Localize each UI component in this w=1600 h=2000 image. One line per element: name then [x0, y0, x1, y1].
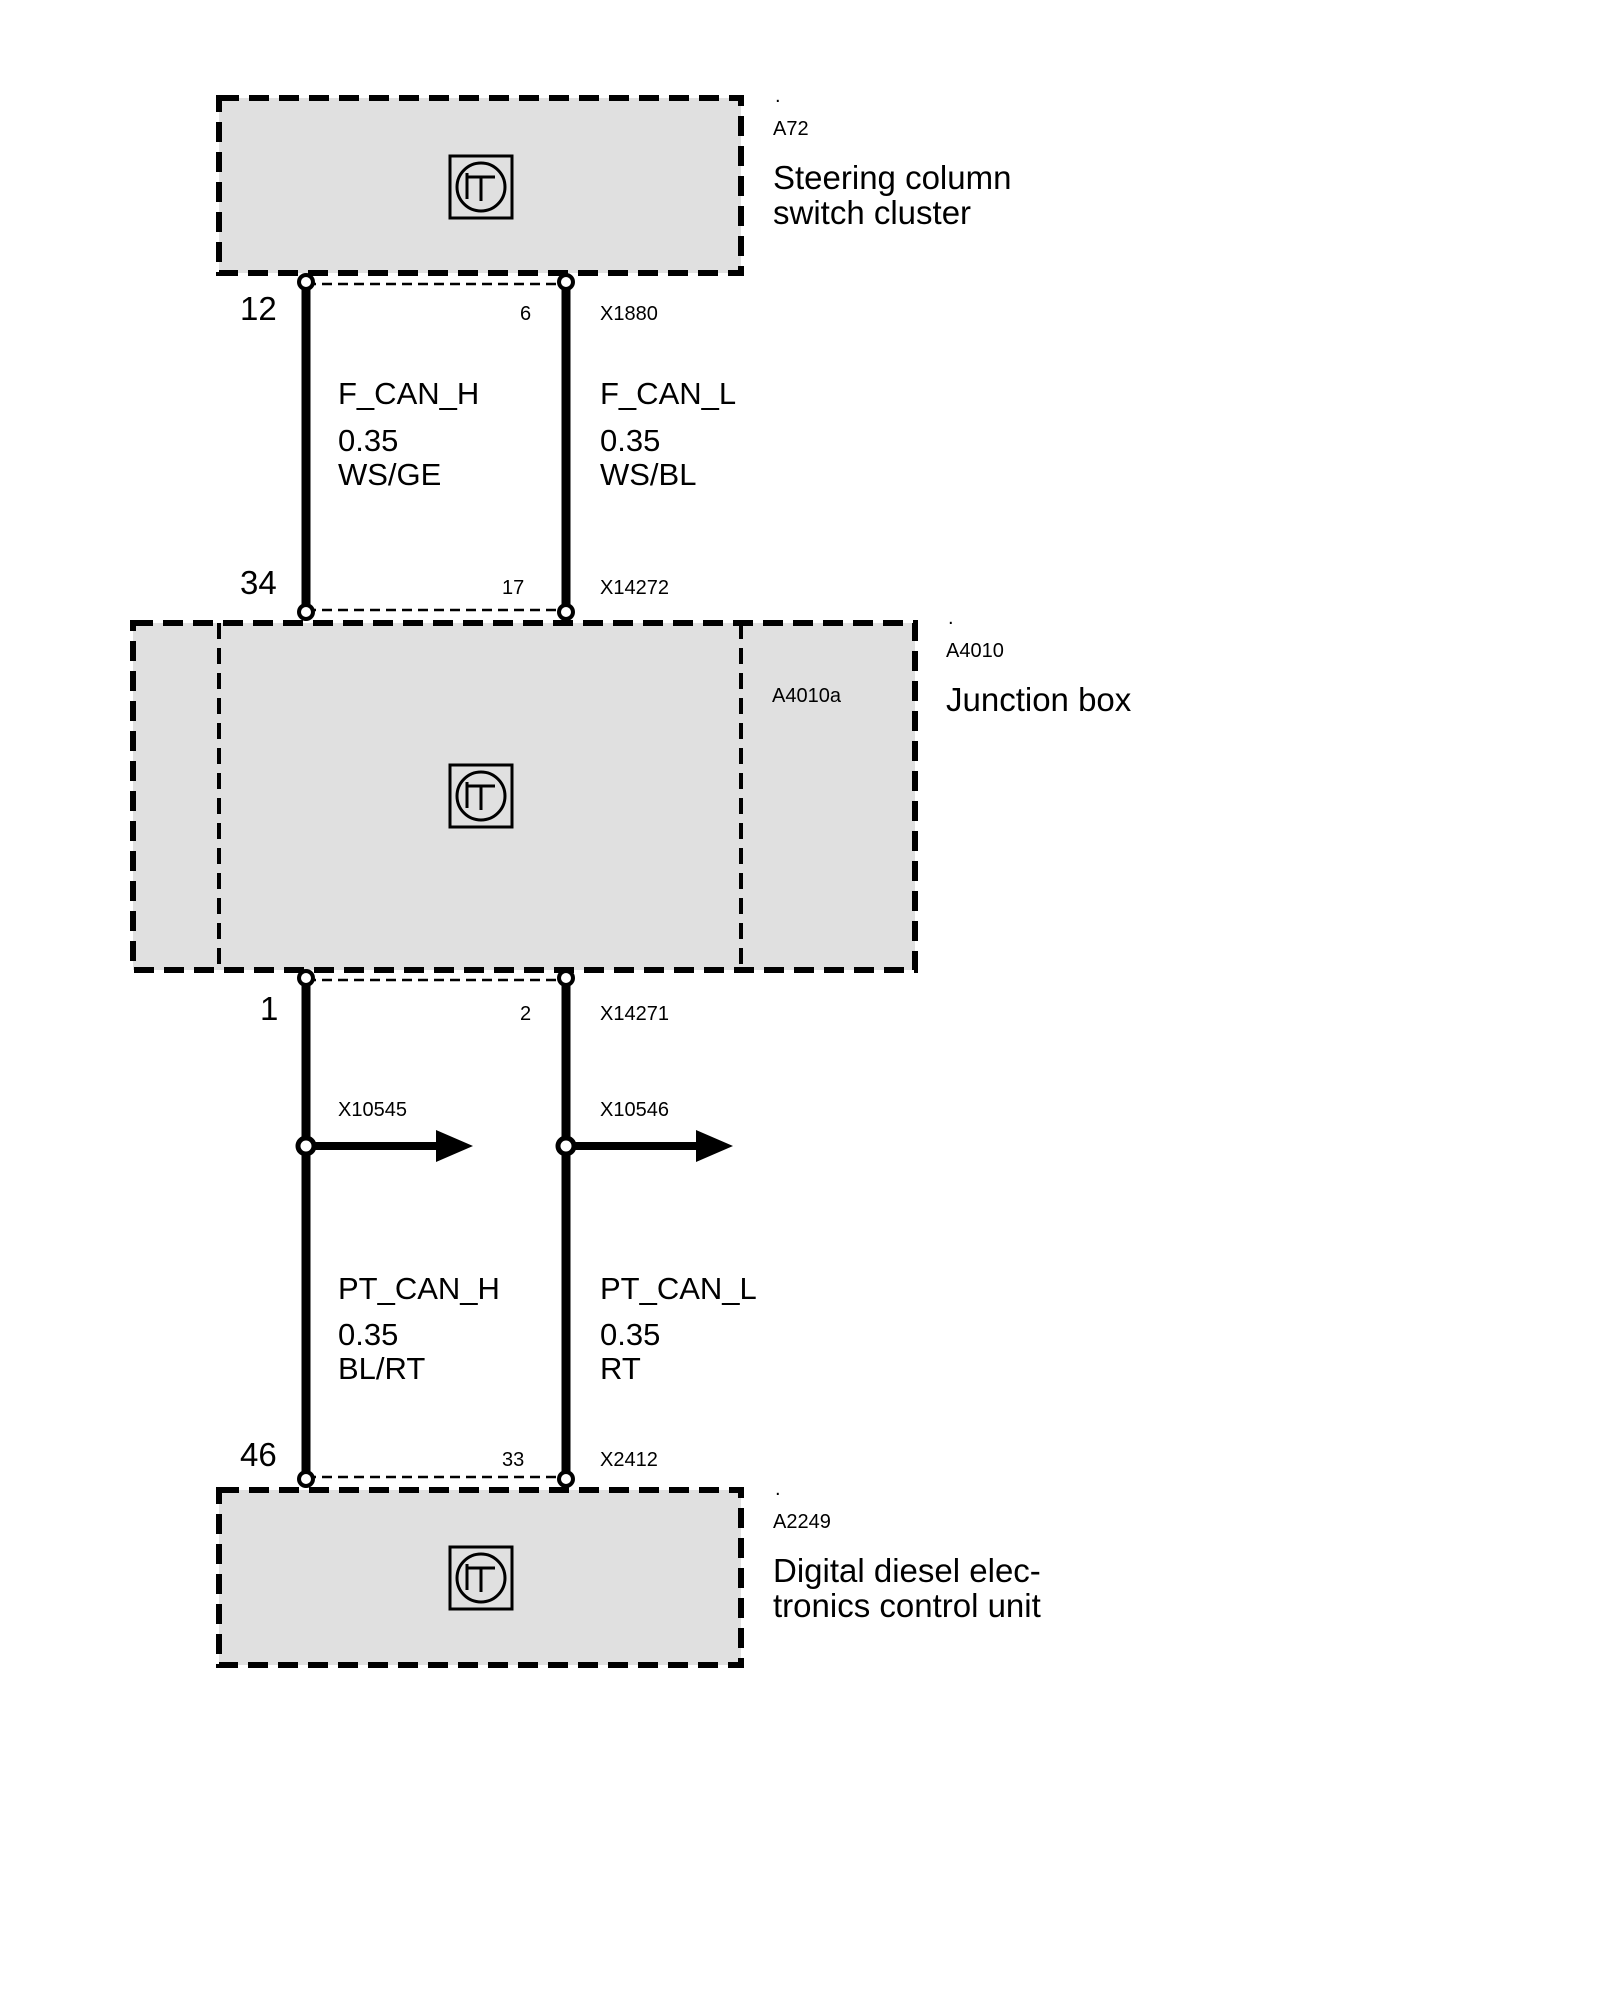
- transistor-icon: [448, 154, 514, 220]
- a72-name-line1: Steering column: [773, 159, 1011, 196]
- a4010a-id: A4010a: [772, 685, 842, 707]
- arrow-head-icon: [696, 1130, 733, 1162]
- pin-x1880-6: [557, 273, 575, 291]
- pin-x14271-1: [297, 969, 315, 987]
- a4010-box: [130, 620, 918, 973]
- component-a4010: A4010a . A4010 Junction box: [130, 607, 1132, 973]
- wire-color: BL/RT: [338, 1351, 425, 1386]
- pin-x14271-2: [557, 969, 575, 987]
- component-a2249: . A2249 Digital diesel elec- tronics con…: [216, 1478, 1041, 1668]
- pin-terminals: [297, 273, 575, 1488]
- splice-x10546: X10546: [555, 1099, 733, 1162]
- pin-x14272-17: [557, 603, 575, 621]
- x2412-id: X2412: [600, 1449, 658, 1471]
- splice-id: X10545: [338, 1099, 407, 1121]
- a2249-name-line2: tronics control unit: [773, 1587, 1041, 1624]
- a72-name-line2: switch cluster: [773, 194, 971, 231]
- signal-name: F_CAN_L: [600, 376, 736, 411]
- signal-name: PT_CAN_L: [600, 1271, 757, 1306]
- x1880-pin-left: 12: [240, 290, 277, 327]
- a2249-name-line1: Digital diesel elec-: [773, 1552, 1041, 1589]
- wire-label-pt-can-l: PT_CAN_L 0.35 RT: [600, 1271, 757, 1386]
- a72-id: A72: [773, 118, 809, 140]
- x1880-id: X1880: [600, 303, 658, 325]
- a4010-name: Junction box: [946, 681, 1132, 718]
- component-a72: . A72 Steering column switch cluster: [216, 85, 1011, 276]
- wire-color: RT: [600, 1351, 641, 1386]
- a4010-id: A4010: [946, 640, 1004, 662]
- pin-x2412-33: [557, 1470, 575, 1488]
- arrow-head-icon: [436, 1130, 473, 1162]
- x14271-pin-left: 1: [260, 990, 278, 1027]
- wire-size: 0.35: [338, 1317, 398, 1352]
- wire-label-f-can-l: F_CAN_L 0.35 WS/BL: [600, 376, 736, 492]
- signal-name: F_CAN_H: [338, 376, 479, 411]
- signal-name: PT_CAN_H: [338, 1271, 500, 1306]
- wire-color: WS/GE: [338, 457, 441, 492]
- wire-size: 0.35: [600, 1317, 660, 1352]
- x1880-pin-right: 6: [520, 303, 531, 325]
- transistor-icon: [448, 1545, 514, 1611]
- splice-id: X10546: [600, 1099, 669, 1121]
- wire-size: 0.35: [338, 423, 398, 458]
- a2249-dot: .: [775, 1478, 781, 1500]
- splice-x10545: X10545: [295, 1099, 473, 1162]
- splice-dot: [555, 1135, 577, 1157]
- pin-x1880-12: [297, 273, 315, 291]
- x14272-pin-left: 34: [240, 564, 277, 601]
- a72-dot: .: [775, 85, 781, 107]
- pin-x2412-46: [297, 1470, 315, 1488]
- a4010-dot: .: [948, 607, 954, 629]
- x2412-pin-left: 46: [240, 1436, 277, 1473]
- wire-color: WS/BL: [600, 457, 696, 492]
- wire-label-f-can-h: F_CAN_H 0.35 WS/GE: [338, 376, 479, 492]
- a2249-id: A2249: [773, 1511, 831, 1533]
- x14272-id: X14272: [600, 577, 669, 599]
- splice-dot: [295, 1135, 317, 1157]
- wire-label-pt-can-h: PT_CAN_H 0.35 BL/RT: [338, 1271, 500, 1386]
- x14271-id: X14271: [600, 1003, 669, 1025]
- x14272-pin-right: 17: [502, 577, 524, 599]
- x14271-pin-right: 2: [520, 1003, 531, 1025]
- pin-x14272-34: [297, 603, 315, 621]
- wire-size: 0.35: [600, 423, 660, 458]
- x2412-pin-right: 33: [502, 1449, 524, 1471]
- transistor-icon: [448, 763, 514, 829]
